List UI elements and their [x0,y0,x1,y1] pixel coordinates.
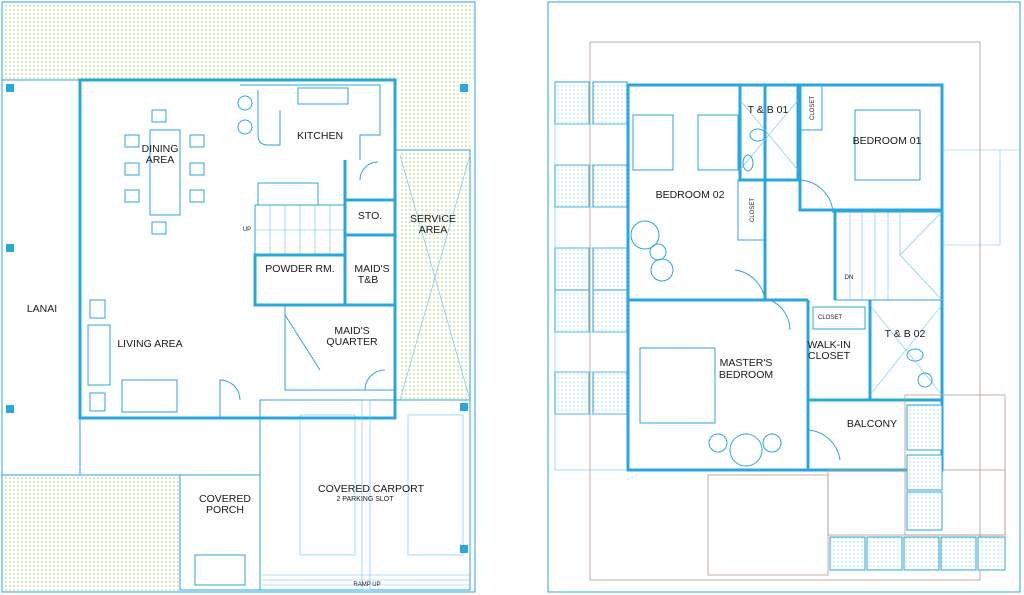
label-powder-room: POWDER RM. [265,263,334,275]
lot-boundary [547,1,1021,593]
ground-floor-plan: LANAI DINING AREA KITCHEN STO. SERVICE A… [1,1,476,593]
label-living-area: LIVING AREA [117,338,182,350]
label-dining-area: AREA [146,154,175,166]
garden-area [3,3,474,80]
label-walkin: WALK-IN [807,339,850,351]
label-masters: MASTER'S [720,357,773,369]
second-floor-plan: T & B 01 CLOSET CLOSET BEDROOM 01 BEDROO… [547,1,1021,593]
label-service: SERVICE [410,213,456,225]
parking-strip [299,414,356,556]
label-maids-tb-2: T&B [358,274,378,286]
label-covered-carport: COVERED CARPORT [318,483,425,495]
bed [639,347,716,424]
kitchen-counter [240,84,381,160]
label-dining: DINING [142,143,179,155]
staircase [834,211,943,301]
label-maids-quarter: MAID'S [334,325,369,337]
label-balcony: BALCONY [847,418,897,430]
lanai-area [1,79,81,476]
label-tb02: T & B 02 [885,328,926,340]
brick-roof [707,474,829,576]
label-sto: STO. [358,210,382,222]
label-tb01: T & B 01 [748,104,789,116]
label-walkin-closet: CLOSET [808,350,851,362]
dining-table [149,129,181,216]
label-maids-quarter-2: QUARTER [326,336,378,348]
label-closet: CLOSET [818,315,842,321]
front-garden [3,475,180,591]
closet [812,306,866,330]
covered-porch [179,474,261,591]
label-dn: DN [845,275,854,281]
house-wall [78,78,397,420]
tb01 [738,83,800,182]
roof-outline [589,41,981,581]
label-master-bedroom: BEDROOM [719,369,773,381]
label-closet: CLOSET [810,96,816,120]
label-service-area: AREA [419,224,448,236]
sofa [87,324,111,386]
label-bedroom-02: BEDROOM 02 [656,189,725,201]
carport [259,399,471,591]
parking-strip [407,414,464,556]
bed [854,109,921,181]
label-bedroom-01: BEDROOM 01 [853,135,922,147]
label-parking-slot: 2 PARKING SLOT [336,496,394,503]
label-lanai: LANAI [27,303,57,315]
label-closet: CLOSET [750,198,756,222]
label-up: UP [243,227,251,233]
service-garden [400,80,470,400]
label-covered-porch-2: PORCH [206,504,244,516]
label-covered-porch: COVERED [199,493,251,505]
label-kitchen: KITCHEN [297,130,343,142]
label-ramp-up: RAMP UP [353,582,380,588]
label-maids-tb: MAID'S [354,263,389,275]
